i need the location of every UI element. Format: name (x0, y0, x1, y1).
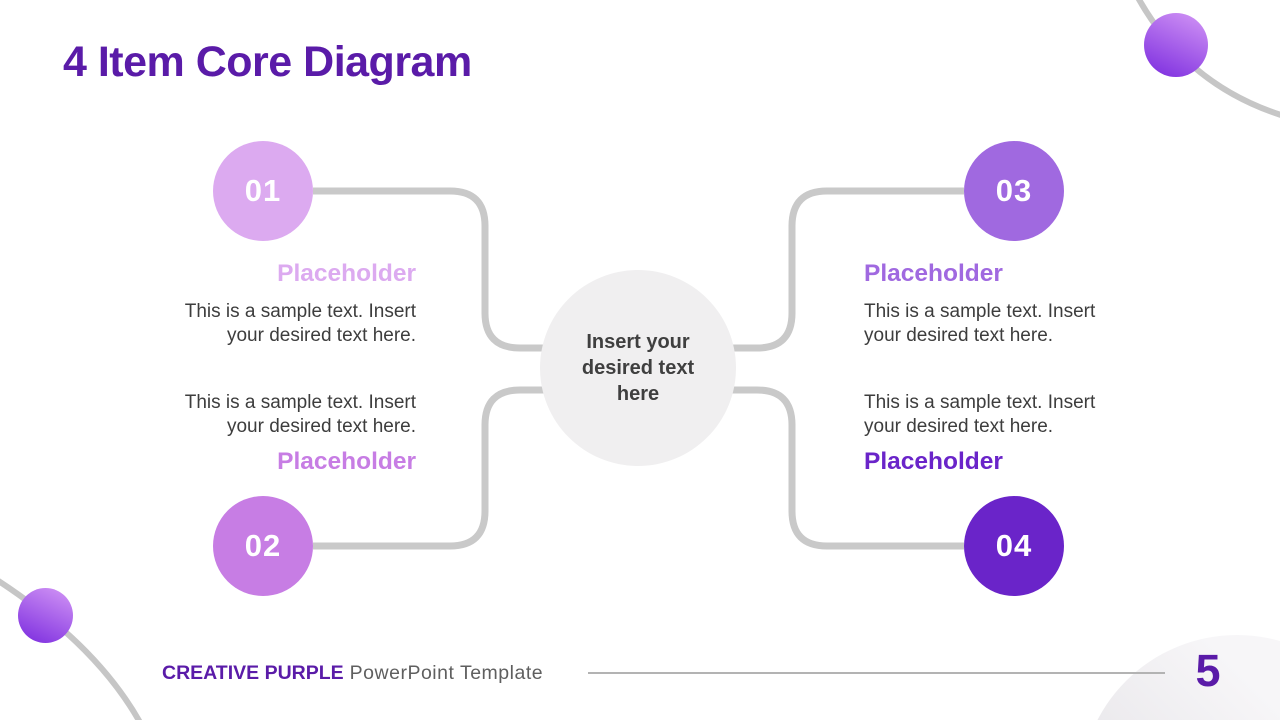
decor-ball-bottom-left-icon (18, 588, 73, 643)
item-02-body: This is a sample text. Insert your desir… (166, 391, 416, 438)
item-03-text-block: Placeholder This is a sample text. Inser… (864, 259, 1114, 347)
item-02-circle: 02 (213, 496, 313, 596)
center-core-circle: Insert your desired text here (540, 270, 736, 466)
footer-divider-line (588, 672, 1165, 674)
item-04-text-block: This is a sample text. Insert your desir… (864, 391, 1114, 476)
item-03-body-line-1: This is a sample text. Insert (864, 301, 1096, 322)
item-02-body-line-2: your desired text here. (226, 415, 416, 437)
footer-tagline: PowerPoint Template (349, 662, 544, 684)
footer-brand: CREATIVE PURPLE (162, 662, 344, 684)
item-02-text-block: This is a sample text. Insert your desir… (166, 391, 416, 476)
center-core-text: Insert your desired text here (582, 329, 694, 407)
connector-item-04 (697, 386, 964, 550)
decor-arc-top-right (1135, 0, 1280, 118)
item-02-body-line-1: This is a sample text. Insert (184, 392, 416, 413)
item-04-body: This is a sample text. Insert your desir… (864, 391, 1114, 438)
item-04-body-line-2: your desired text here. (864, 415, 1054, 437)
connector-item-01 (313, 187, 580, 352)
connector-item-03 (697, 187, 964, 352)
page-title: 4 Item Core Diagram (63, 38, 472, 86)
item-04-body-line-1: This is a sample text. Insert (864, 392, 1096, 413)
page-number: 5 (1195, 645, 1221, 696)
item-01-text-block: Placeholder This is a sample text. Inser… (166, 259, 416, 347)
item-01-body-line-2: your desired text here. (226, 324, 416, 346)
item-03-number: 03 (995, 173, 1033, 208)
item-01-circle: 01 (213, 141, 313, 241)
item-03-circle: 03 (964, 141, 1064, 241)
item-01-body: This is a sample text. Insert your desir… (166, 300, 416, 347)
center-text-line-3: here (616, 383, 660, 405)
item-03-body: This is a sample text. Insert your desir… (864, 300, 1114, 347)
item-03-body-line-2: your desired text here. (864, 324, 1054, 346)
item-03-heading: Placeholder (864, 260, 1003, 287)
item-02-number: 02 (244, 528, 282, 563)
item-04-number: 04 (995, 528, 1033, 563)
decor-ball-top-right-icon (1144, 13, 1208, 77)
item-01-body-line-1: This is a sample text. Insert (184, 301, 416, 322)
center-text-line-1: Insert your (586, 331, 690, 353)
item-04-circle: 04 (964, 496, 1064, 596)
item-02-heading: Placeholder (277, 448, 416, 475)
item-01-number: 01 (244, 173, 282, 208)
item-04-heading: Placeholder (864, 448, 1003, 475)
center-text-line-2: desired text (581, 357, 695, 379)
decor-arc-bottom-left (0, 578, 143, 720)
item-01-heading: Placeholder (277, 260, 416, 287)
connector-item-02 (313, 386, 580, 550)
